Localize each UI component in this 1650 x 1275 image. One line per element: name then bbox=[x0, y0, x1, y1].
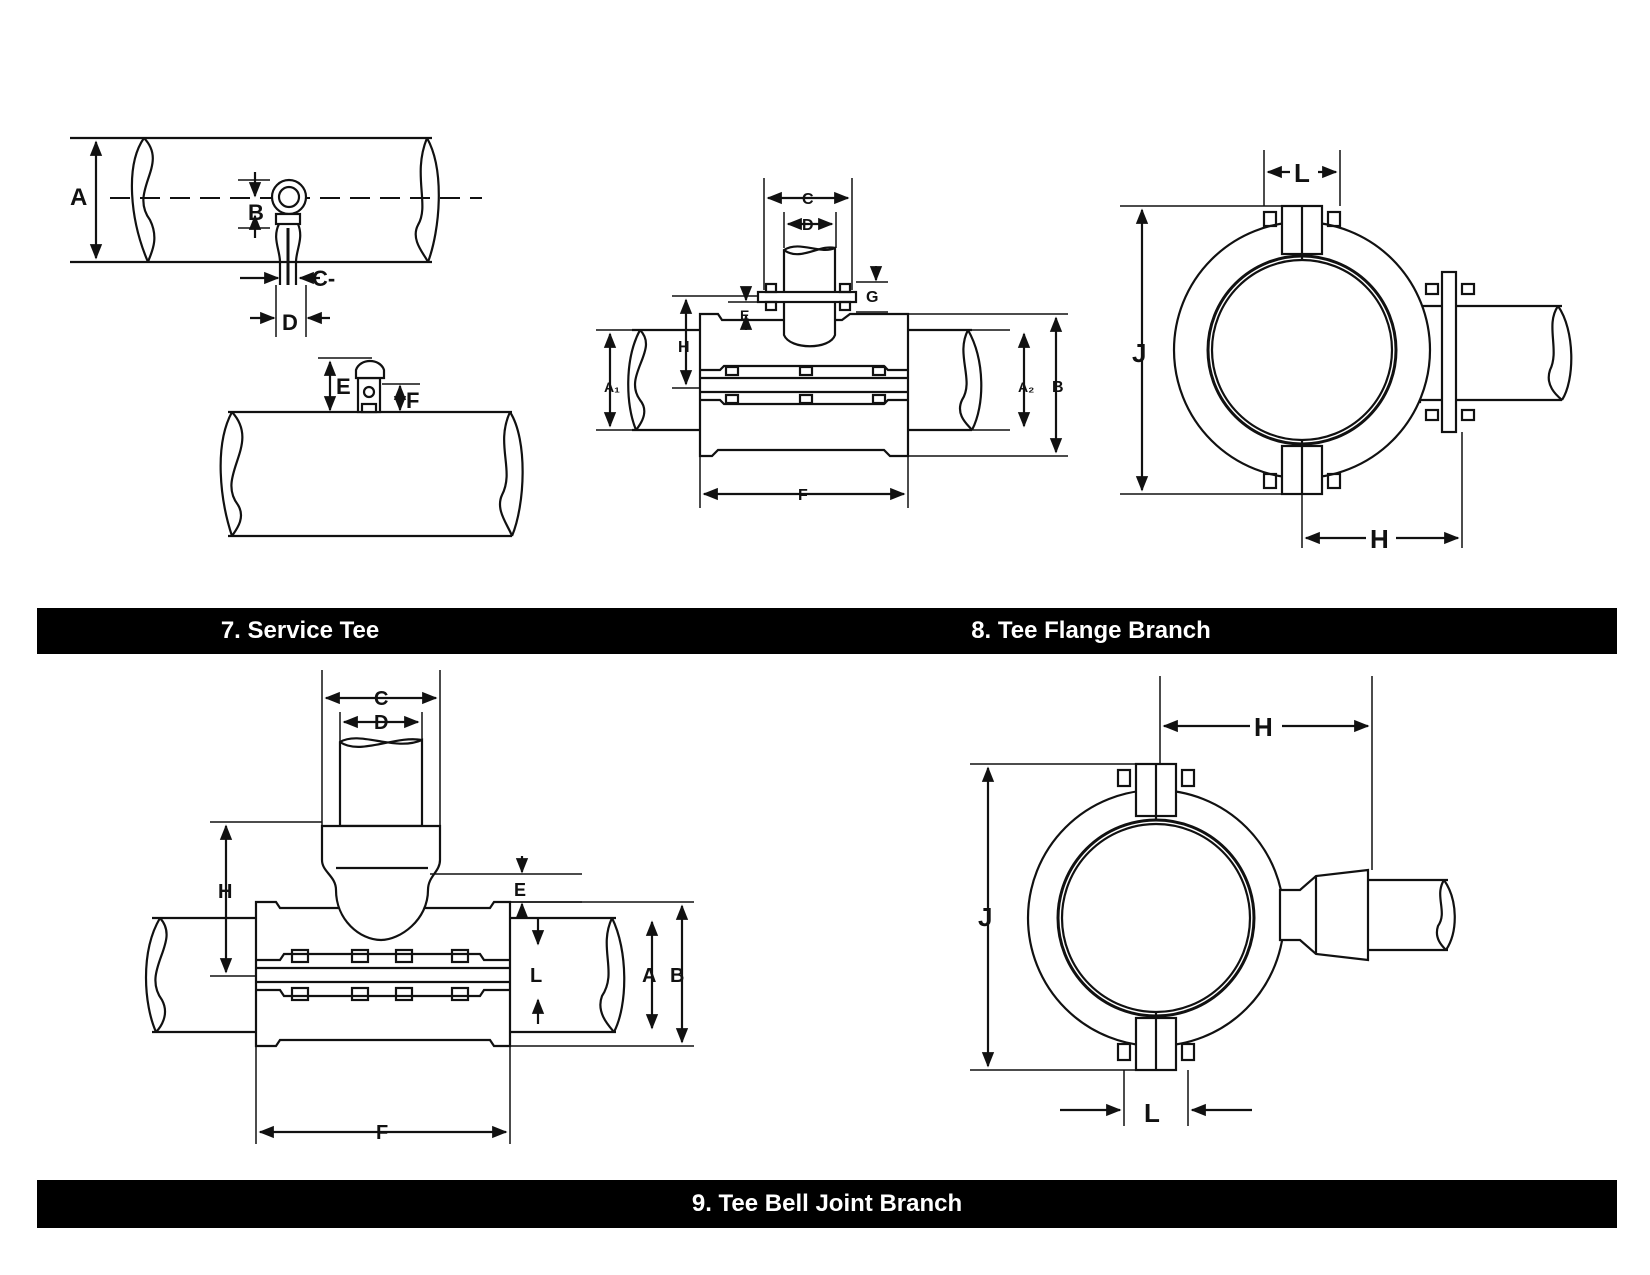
tee-bell-side-view: C D H E L A B F bbox=[144, 670, 694, 1144]
dim-label-b: B bbox=[1052, 379, 1064, 396]
service-tee-side-view: E F bbox=[219, 357, 524, 538]
dim-label-h: H bbox=[1254, 712, 1273, 742]
dim-label-c: C bbox=[374, 688, 388, 710]
tee-flange-side-view: C D G E H A₁ A₂ B bbox=[596, 178, 1068, 508]
service-tee-top-view: A B C- D bbox=[70, 136, 482, 337]
dim-label-l: L bbox=[530, 965, 542, 987]
dim-label-e: E bbox=[336, 374, 351, 399]
dim-label-d: D bbox=[282, 310, 298, 335]
dim-label-l: L bbox=[1144, 1098, 1160, 1128]
dim-label-a2: A₂ bbox=[1018, 379, 1034, 395]
caption-service-tee: 7. Service Tee bbox=[220, 617, 380, 644]
dim-label-e: E bbox=[514, 880, 526, 900]
tee-bell-end-view: H J L bbox=[970, 676, 1456, 1128]
dim-label-a: A bbox=[642, 965, 656, 987]
dim-label-d: D bbox=[802, 217, 814, 234]
tee-flange-end-view: L J H bbox=[1120, 150, 1573, 554]
dim-label-j: J bbox=[978, 902, 992, 932]
dim-label-b: B bbox=[670, 965, 684, 987]
caption-tee-bell-joint-branch: 9. Tee Bell Joint Branch bbox=[691, 1190, 963, 1217]
dim-label-f: F bbox=[376, 1122, 388, 1144]
caption-bar-bottom: 9. Tee Bell Joint Branch bbox=[37, 1180, 1617, 1228]
dim-label-h: H bbox=[678, 339, 690, 356]
dim-label-l: L bbox=[1294, 158, 1310, 188]
dim-label-a: A bbox=[70, 184, 87, 211]
dim-label-f: F bbox=[798, 487, 808, 504]
dim-label-c: C- bbox=[312, 266, 335, 291]
dim-label-j: J bbox=[1132, 338, 1146, 368]
dim-label-g: G bbox=[866, 289, 878, 306]
dim-label-d: D bbox=[374, 712, 388, 734]
dim-label-f: F bbox=[406, 388, 419, 413]
caption-tee-flange-branch: 8. Tee Flange Branch bbox=[971, 617, 1211, 644]
dim-label-h: H bbox=[218, 881, 232, 903]
sleeve-bolts bbox=[724, 365, 887, 405]
caption-bar-top: 7. Service Tee 8. Tee Flange Branch bbox=[37, 608, 1617, 654]
dim-label-c: C bbox=[802, 191, 814, 208]
dim-label-b: B bbox=[248, 200, 264, 225]
dim-label-h: H bbox=[1370, 524, 1389, 554]
dim-label-e: E bbox=[740, 307, 749, 323]
dim-label-a1: A₁ bbox=[604, 379, 620, 395]
sleeve-bolts bbox=[290, 948, 470, 1002]
